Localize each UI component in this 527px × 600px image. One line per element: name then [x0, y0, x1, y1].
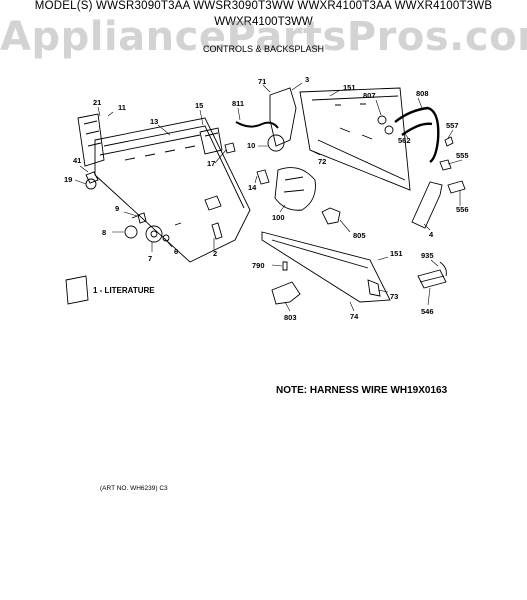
- model-list: MODEL(S) WWSR3090T3AA WWSR3090T3WW WWXR4…: [34, 0, 493, 12]
- literature-label: 1 - LITERATURE: [93, 286, 155, 295]
- part-callout: 41: [73, 156, 81, 165]
- clip-790: [282, 261, 288, 271]
- bracket-4: [411, 181, 443, 229]
- part-callout: 562: [398, 136, 411, 145]
- knob-8: [124, 225, 138, 239]
- part-callout: 6: [174, 247, 178, 256]
- part-73: [367, 279, 381, 297]
- part-callout: 2: [213, 249, 217, 258]
- section-title: CONTROLS & BACKSPLASH: [202, 44, 325, 54]
- part-callout: 3: [305, 75, 309, 84]
- part-callout: 805: [353, 231, 366, 240]
- part-callout: 71: [258, 77, 266, 86]
- knob-6: [162, 234, 170, 242]
- model-list-continued: WWXR4100T3WW: [214, 16, 313, 28]
- backsplash: [299, 87, 411, 191]
- bracket-3: [269, 87, 297, 147]
- knob-19: [85, 178, 97, 190]
- part-callout: 803: [284, 313, 297, 322]
- harness-note: NOTE: HARNESS WIRE WH19X0163: [276, 385, 448, 396]
- pressure-switch: [267, 134, 285, 152]
- trim-74: [261, 231, 391, 303]
- hose: [235, 121, 279, 129]
- washers-807: [377, 115, 394, 135]
- part-callout: 556: [456, 205, 469, 214]
- part-callout: 72: [318, 157, 326, 166]
- part-callout: 151: [390, 249, 403, 258]
- part-805: [321, 207, 341, 225]
- part-callout: 9: [115, 204, 119, 213]
- part-callout: 21: [93, 98, 101, 107]
- part-callout: 4: [429, 230, 434, 239]
- timer-module: [199, 127, 223, 155]
- end-cap-left: [77, 113, 105, 167]
- switch-17: [224, 142, 236, 154]
- part-callout: 14: [248, 183, 257, 192]
- part-callout: 7: [148, 254, 152, 263]
- housing-100: [274, 167, 316, 211]
- inlet-hoses: [394, 106, 440, 163]
- part-callout: 13: [150, 117, 158, 126]
- part-2: [211, 222, 223, 240]
- art-number: (ART NO. WH6239) C3: [100, 485, 168, 492]
- part-callout: 808: [416, 89, 429, 98]
- dial-7: [145, 225, 163, 243]
- knob-9: [137, 212, 147, 224]
- part-555: [439, 159, 452, 171]
- part-callout: 151: [343, 83, 356, 92]
- part-callout: 557: [446, 121, 459, 130]
- part-callout: 546: [421, 307, 434, 316]
- knob-41: [85, 171, 99, 184]
- part-callout: 10: [247, 141, 255, 150]
- part-callout: 935: [421, 251, 434, 260]
- part-callout: 555: [456, 151, 469, 160]
- part-callout: 100: [272, 213, 285, 222]
- control-panel: [94, 117, 251, 263]
- part-callout: 807: [363, 91, 376, 100]
- part-callout: 8: [102, 228, 106, 237]
- part-callout: 17: [207, 159, 215, 168]
- part-14: [256, 169, 270, 185]
- part-803: [271, 281, 301, 305]
- part-callout: 811: [232, 99, 244, 108]
- part-callout: 11: [118, 103, 126, 112]
- part-callout: 790: [252, 261, 265, 270]
- part-callout: 74: [350, 312, 359, 321]
- harness-546: [417, 269, 447, 289]
- part-callout: 73: [390, 292, 398, 301]
- literature: [65, 275, 89, 305]
- part-callout: 19: [64, 175, 72, 184]
- part-callout: 15: [195, 101, 203, 110]
- valve-557: [444, 136, 454, 147]
- part-556: [447, 180, 466, 194]
